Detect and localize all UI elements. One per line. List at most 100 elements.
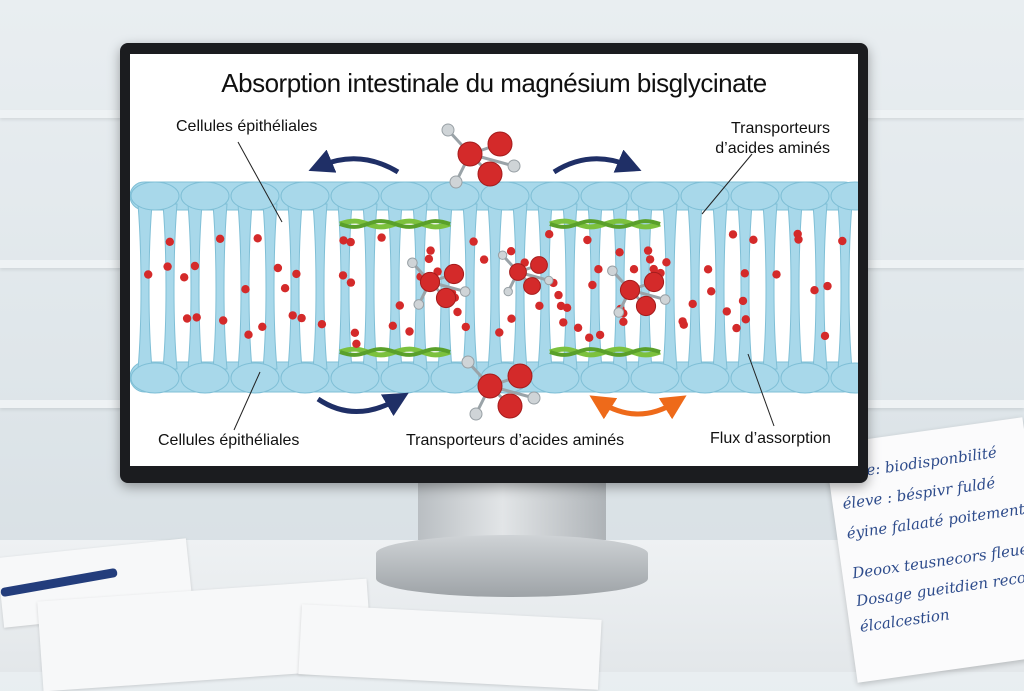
molecule-hydrogen bbox=[413, 299, 425, 310]
label-transporters-bottom: Transporteurs d’acides aminés bbox=[406, 432, 625, 449]
flux-arrow bbox=[552, 149, 642, 175]
monitor-stand bbox=[418, 480, 606, 540]
flux-arrow-orange bbox=[589, 395, 687, 420]
cell-head bbox=[830, 362, 858, 394]
cell-head bbox=[180, 362, 230, 394]
magnesium-ion bbox=[346, 237, 355, 247]
magnesium-ion bbox=[583, 235, 592, 245]
label-transporters-top-line1: Transporteurs bbox=[731, 120, 830, 137]
cell-head bbox=[230, 181, 280, 211]
magnesium-ion bbox=[241, 285, 250, 294]
cell-column bbox=[562, 203, 578, 370]
magnesium-ion bbox=[794, 235, 803, 244]
magnesium-ion bbox=[545, 230, 554, 239]
magnesium-ion bbox=[424, 254, 434, 264]
leader-line bbox=[237, 141, 283, 223]
leader-line bbox=[701, 153, 753, 215]
cell-column bbox=[287, 203, 303, 370]
cell-column bbox=[162, 203, 178, 370]
cell-head bbox=[680, 362, 730, 394]
magnesium-ion bbox=[749, 235, 758, 244]
cell-column bbox=[362, 203, 378, 370]
monitor-base bbox=[376, 535, 648, 597]
flux-arrow bbox=[316, 392, 409, 417]
magnesium-ion bbox=[339, 236, 348, 245]
magnesium-ion bbox=[163, 262, 172, 271]
magnesium-ion bbox=[820, 331, 830, 341]
cell-column bbox=[312, 203, 328, 370]
molecule-hydrogen bbox=[469, 407, 483, 421]
magnesium-ion bbox=[772, 270, 781, 279]
magnesium-ion bbox=[728, 230, 738, 239]
amino-acid-transporters bbox=[339, 218, 661, 358]
label-absorption-flux: Flux d’assorption bbox=[710, 430, 831, 447]
membrane-diagram bbox=[130, 123, 858, 431]
cell-column bbox=[137, 203, 153, 370]
cell-column bbox=[187, 203, 203, 370]
molecule-atom bbox=[487, 131, 513, 157]
magnesium-ion bbox=[405, 327, 414, 336]
cell-head bbox=[380, 181, 430, 211]
note-line: élcalcestion bbox=[858, 605, 951, 636]
magnesium-ion bbox=[253, 234, 262, 243]
cell-column bbox=[212, 203, 228, 370]
molecule-hydrogen bbox=[459, 286, 471, 297]
cell-head bbox=[630, 362, 680, 394]
leader-line bbox=[233, 371, 261, 431]
cell-head bbox=[430, 362, 480, 394]
molecule-hydrogen bbox=[503, 286, 513, 297]
label-epithelial-cells-top: Cellules épithéliales bbox=[176, 118, 318, 135]
cell-head bbox=[580, 181, 630, 211]
molecule-atom bbox=[523, 277, 541, 295]
cell-column bbox=[262, 203, 278, 370]
magnesium-ion bbox=[479, 255, 489, 264]
magnesium-ion bbox=[741, 315, 750, 324]
transporter-helix bbox=[549, 219, 661, 229]
cell-head bbox=[280, 181, 330, 211]
molecule-atom bbox=[477, 373, 503, 399]
magnesium-ion bbox=[559, 318, 568, 327]
cell-head bbox=[230, 362, 280, 394]
cell-head bbox=[380, 362, 430, 394]
molecule-atom bbox=[619, 279, 641, 301]
molecule-hydrogen bbox=[441, 123, 455, 137]
magnesium-ion bbox=[810, 286, 819, 295]
molecule-hydrogen bbox=[449, 175, 463, 189]
magnesium-ion bbox=[562, 303, 572, 312]
magnesium-ion bbox=[722, 307, 731, 316]
magnesium-ion bbox=[426, 246, 435, 255]
magnesium-ion bbox=[506, 247, 516, 256]
leader-line bbox=[747, 353, 775, 427]
cell-head bbox=[830, 181, 858, 211]
magnesium-ion bbox=[643, 246, 653, 255]
magnesium-ion bbox=[317, 320, 327, 329]
magnesium-ion bbox=[258, 322, 267, 331]
magnesium-ion bbox=[280, 284, 290, 293]
cell-column bbox=[662, 203, 678, 370]
magnesium-ion bbox=[377, 233, 386, 242]
molecule-hydrogen bbox=[544, 275, 554, 286]
cell-head bbox=[730, 181, 780, 211]
magnesium-ion bbox=[688, 299, 697, 309]
molecule-hydrogen bbox=[659, 294, 671, 305]
cell-head bbox=[330, 181, 380, 211]
cell-column bbox=[712, 203, 728, 370]
transporter-helix bbox=[339, 219, 451, 229]
magnesium-ion bbox=[662, 258, 671, 267]
magnesium-ion bbox=[707, 287, 716, 296]
molecule-atom bbox=[635, 295, 657, 317]
magnesium-ion bbox=[738, 296, 748, 306]
magnesium-ion bbox=[297, 313, 306, 323]
molecule-atom bbox=[509, 263, 527, 281]
magnesium-ion bbox=[180, 273, 189, 282]
molecule-atom bbox=[507, 363, 533, 389]
molecule-hydrogen bbox=[461, 355, 475, 369]
magnesium-ion bbox=[554, 290, 563, 300]
cell-head bbox=[280, 362, 330, 394]
cell-column bbox=[762, 203, 778, 370]
magnesium-ion bbox=[588, 280, 597, 290]
cell-head bbox=[780, 181, 830, 211]
magnesium-ion bbox=[585, 333, 594, 342]
molecule-atom bbox=[457, 141, 483, 167]
cell-column bbox=[737, 203, 753, 370]
